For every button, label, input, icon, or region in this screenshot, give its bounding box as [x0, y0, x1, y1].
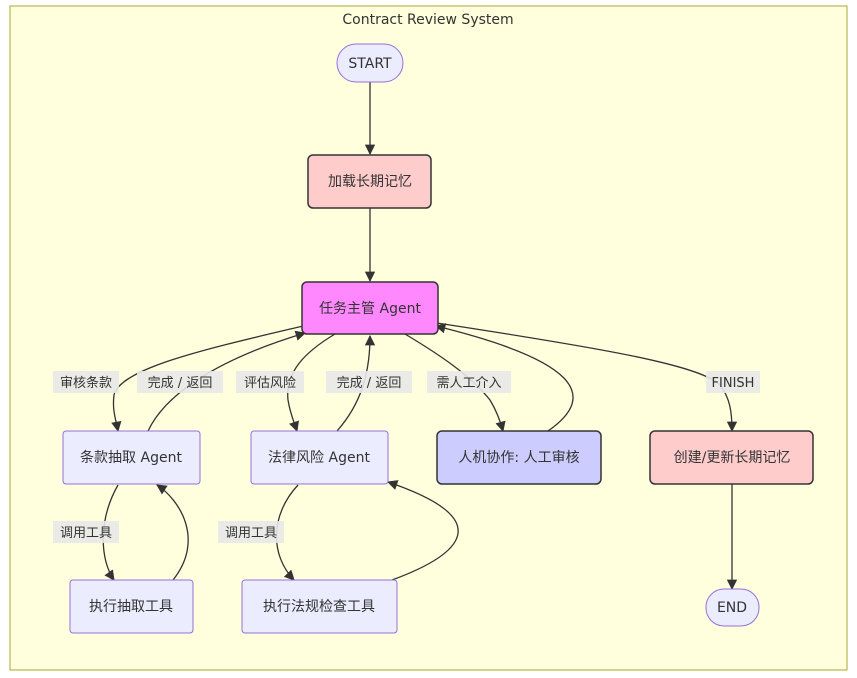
cluster-title: Contract Review System — [342, 12, 513, 28]
node-supervisor[interactable]: 任务主管 Agent — [301, 281, 439, 335]
edge-supervisor-to-legal — [287, 333, 336, 432]
edge-supervisor-to-clause — [111, 325, 304, 433]
node-law-tool-label: 执行法规检查工具 — [263, 599, 375, 615]
node-end-label: END — [717, 600, 747, 616]
edge-label-done-return-1: 完成 / 返回 — [148, 376, 213, 391]
edge-label-assess-risk: 评估风险 — [244, 376, 296, 391]
node-start[interactable]: START — [336, 43, 404, 83]
edge-label-review-clauses: 审核条款 — [60, 375, 112, 391]
node-legal-agent[interactable]: 法律风险 Agent — [250, 430, 389, 485]
system-cluster — [9, 5, 848, 671]
node-supervisor-label: 任务主管 Agent — [319, 301, 421, 317]
node-load-memory-label: 加载长期记忆 — [328, 174, 412, 190]
node-update-memory[interactable]: 创建/更新长期记忆 — [649, 430, 814, 485]
edge-supervisor-to-human — [404, 333, 506, 433]
edge-label-call-tool-1: 调用工具 — [60, 526, 112, 541]
edge-extract-tool-to-clause — [156, 484, 189, 581]
node-load-memory[interactable]: 加载长期记忆 — [307, 154, 432, 209]
node-human-review-label: 人机协作: 人工审核 — [458, 450, 579, 466]
edge-label-need-human: 需人工介入 — [436, 376, 501, 391]
edge-label-done-return-2: 完成 / 返回 — [337, 376, 402, 391]
node-clause-agent-label: 条款抽取 Agent — [80, 449, 182, 466]
node-start-label: START — [348, 56, 392, 72]
node-clause-agent[interactable]: 条款抽取 Agent — [62, 430, 201, 485]
edge-law-tool-to-legal — [387, 480, 459, 581]
node-law-tool[interactable]: 执行法规检查工具 — [241, 579, 398, 634]
node-legal-agent-label: 法律风险 Agent — [268, 450, 370, 466]
node-extract-tool-label: 执行抽取工具 — [89, 599, 173, 615]
edge-supervisor-to-update-memory — [436, 322, 738, 433]
node-update-memory-label: 创建/更新长期记忆 — [674, 450, 791, 466]
node-human-review[interactable]: 人机协作: 人工审核 — [436, 430, 602, 485]
node-end[interactable]: END — [705, 588, 760, 627]
edge-label-finish: FINISH — [712, 376, 755, 391]
edge-human-to-supervisor — [434, 323, 574, 432]
node-extract-tool[interactable]: 执行抽取工具 — [69, 579, 194, 634]
edge-label-call-tool-2: 调用工具 — [225, 526, 277, 541]
